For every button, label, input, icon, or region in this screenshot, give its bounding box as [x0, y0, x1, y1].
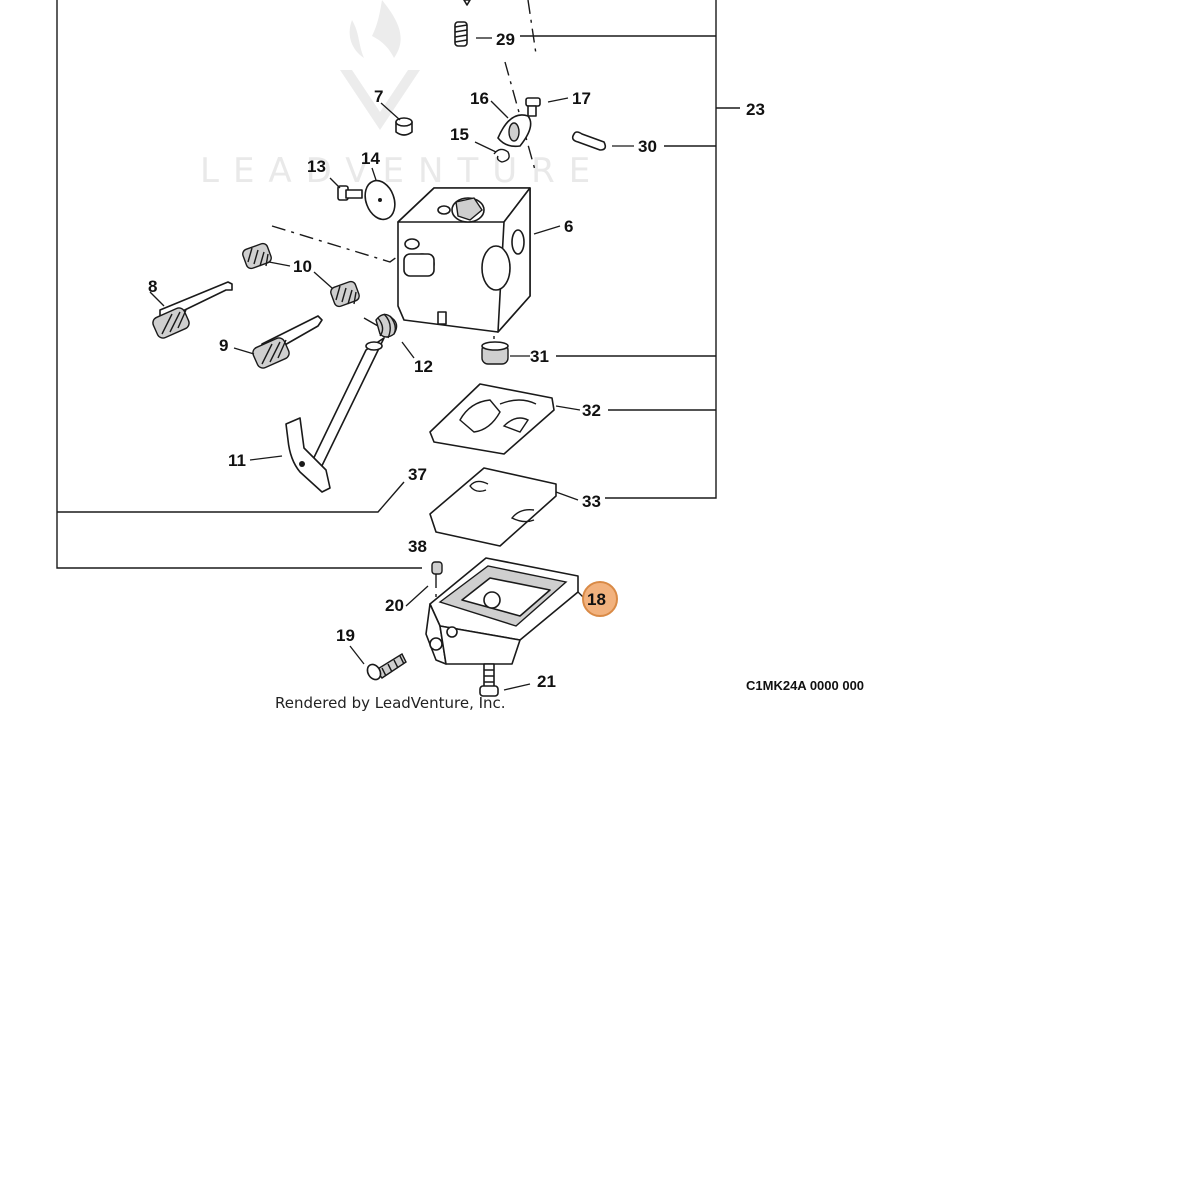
callout-19[interactable]: 19: [336, 626, 355, 645]
callout-32[interactable]: 32: [582, 401, 601, 420]
callout-13[interactable]: 13: [307, 157, 326, 176]
callout-21[interactable]: 21: [537, 672, 556, 691]
callout-15[interactable]: 15: [450, 125, 469, 144]
callout-33[interactable]: 33: [582, 492, 601, 511]
flame-logo-icon: [340, 0, 420, 130]
part-21-screw: [479, 663, 499, 697]
part-11-throttle-lever: [285, 337, 385, 493]
part-10-springs: [242, 242, 360, 308]
leader-lines: [149, 37, 634, 691]
callout-17[interactable]: 17: [572, 89, 591, 108]
bracket-lines: [56, 0, 740, 632]
callout-6[interactable]: 6: [564, 217, 573, 236]
part-20-plug: [431, 561, 443, 575]
callout-20[interactable]: 20: [385, 596, 404, 615]
callout-labels: 29 7 16 17 23 15 30 14 13 6 10 8 9 31 12…: [148, 30, 765, 691]
part-15-clip: [493, 148, 510, 163]
part-19-screw: [366, 653, 407, 681]
part-12-torsion-spring: [363, 313, 398, 339]
part-31-screen: [481, 341, 509, 365]
watermark-text: LEADVENTURE: [200, 151, 604, 191]
leadventure-watermark: LEADVENTURE: [200, 0, 604, 191]
diagram-reference-code: C1MK24A 0000 000: [746, 678, 864, 693]
highlight-marker: [582, 581, 618, 617]
part-14-disc: [364, 179, 396, 221]
callout-9[interactable]: 9: [219, 336, 228, 355]
callout-7[interactable]: 7: [374, 87, 383, 106]
callout-16[interactable]: 16: [470, 89, 489, 108]
part-18-pump-cover: [425, 557, 579, 665]
callout-38[interactable]: 38: [408, 537, 427, 556]
callout-12[interactable]: 12: [414, 357, 433, 376]
part-9-adjusting-screw: [252, 315, 323, 369]
callout-23[interactable]: 23: [746, 100, 765, 119]
part-6-carburetor-body: [397, 187, 531, 333]
render-credit: Rendered by LeadVenture, Inc.: [275, 694, 506, 712]
callout-8[interactable]: 8: [148, 277, 157, 296]
part-8-adjusting-screw: [152, 281, 233, 339]
part-29-spring: [454, 0, 471, 47]
part-16-cap: [497, 114, 532, 148]
callout-11[interactable]: 11: [228, 451, 246, 470]
part-17-screw: [525, 97, 541, 117]
callout-30[interactable]: 30: [638, 137, 657, 156]
part-33-diaphragm: [429, 467, 557, 547]
callout-18[interactable]: 18: [587, 590, 606, 609]
callout-37[interactable]: 37: [408, 465, 427, 484]
part-30-pin: [571, 131, 607, 151]
callout-10[interactable]: 10: [293, 257, 312, 276]
callout-31[interactable]: 31: [530, 347, 549, 366]
part-13-screw: [337, 185, 363, 201]
callout-29[interactable]: 29: [496, 30, 515, 49]
callout-14[interactable]: 14: [361, 149, 380, 168]
part-32-gasket: [429, 383, 555, 455]
part-7-plug: [395, 117, 413, 136]
